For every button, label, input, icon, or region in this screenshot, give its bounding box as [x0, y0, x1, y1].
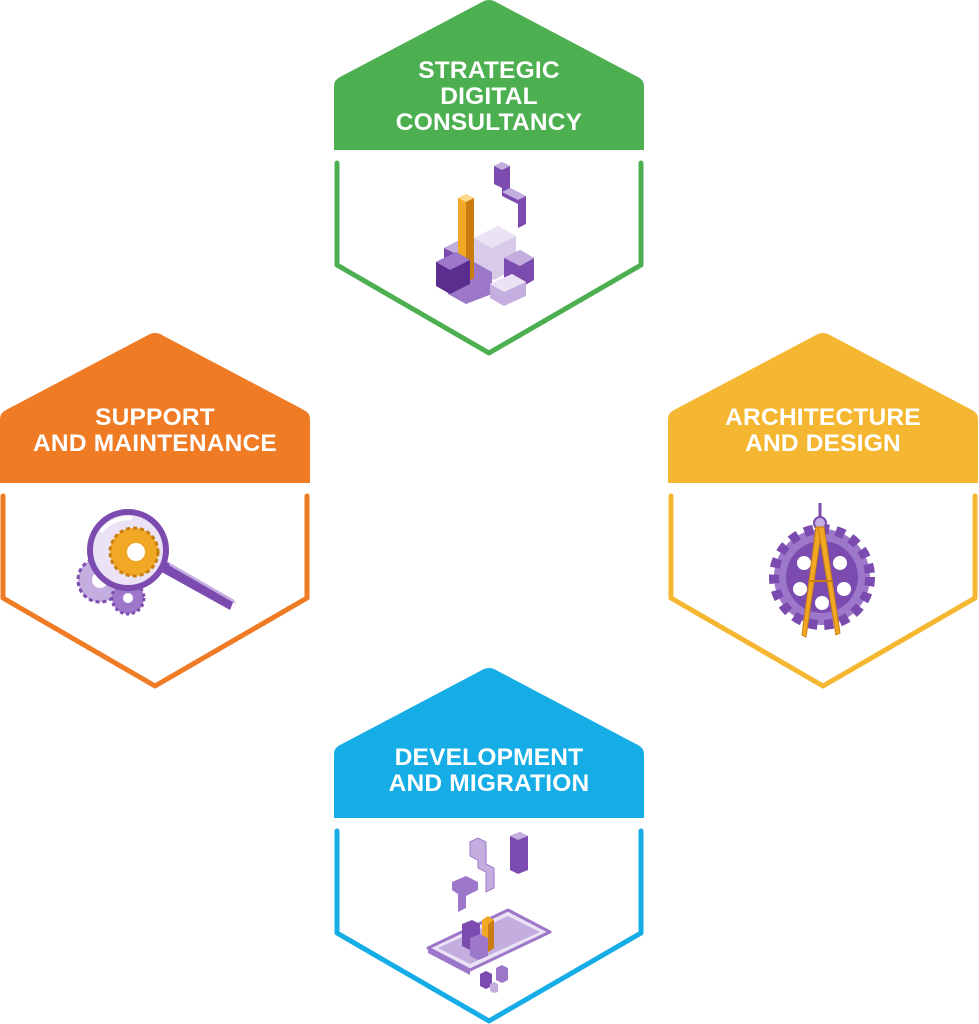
hexagon-frame [0, 333, 310, 689]
service-title: STRATEGIC DIGITAL CONSULTANCY [395, 57, 583, 136]
phone-blocks-icon [426, 832, 552, 993]
hexagon-frame [334, 0, 644, 356]
tetris-blocks-icon [436, 162, 534, 306]
service-title: DEVELOPMENT AND MIGRATION [388, 744, 590, 797]
service-title: SUPPORT AND MAINTENANCE [33, 404, 277, 457]
service-development-and-migration: DEVELOPMENT AND MIGRATION [334, 668, 644, 1024]
service-support-and-maintenance: SUPPORT AND MAINTENANCE [0, 333, 310, 689]
hexagon-frame [668, 333, 978, 689]
compass-gear-icon [769, 503, 875, 638]
service-strategic-digital-consultancy: STRATEGIC DIGITAL CONSULTANCY [334, 0, 644, 356]
magnifier-gears-icon [76, 509, 236, 616]
service-architecture-and-design: ARCHITECTURE AND DESIGN [668, 333, 978, 689]
hexagon-frame [334, 668, 644, 1024]
service-title: ARCHITECTURE AND DESIGN [725, 404, 921, 457]
